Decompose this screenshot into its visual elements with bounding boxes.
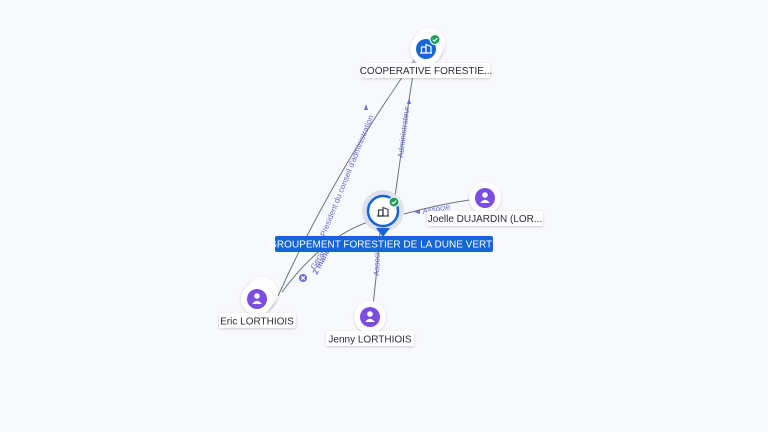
- edges: President du conseil d'administration Ad…: [277, 51, 477, 307]
- edge-label-administrateur: Administrateur: [396, 106, 411, 159]
- node-jenny[interactable]: Jenny LORTHIOIS: [326, 301, 414, 346]
- person-icon: [480, 192, 490, 203]
- edge-label-associe-jenny: Associe: [372, 247, 382, 276]
- node-label-cooperative: COOPERATIVE FORESTIE...: [360, 66, 493, 77]
- close-icon: [300, 275, 306, 281]
- node-eric[interactable]: Eric LORTHIOIS: [219, 277, 296, 328]
- arrow-president: [364, 104, 368, 110]
- building-icon: [420, 43, 432, 54]
- node-groupement[interactable]: GROUPEMENT FORESTIER DE LA DUNE VERTE: [269, 190, 499, 252]
- edge-close-button[interactable]: [299, 274, 307, 282]
- selected-pointer: [376, 228, 390, 237]
- node-label-jenny: Jenny LORTHIOIS: [328, 335, 412, 346]
- node-label-joelle: Joelle DUJARDIN (LOR...: [428, 214, 542, 225]
- node-label-groupement: GROUPEMENT FORESTIER DE LA DUNE VERTE: [269, 240, 499, 251]
- arrow-administrateur: [407, 98, 411, 104]
- node-cooperative[interactable]: COOPERATIVE FORESTIE...: [360, 28, 493, 78]
- person-icon: [252, 293, 262, 304]
- node-label-eric: Eric LORTHIOIS: [220, 317, 294, 328]
- check-badge-icon: [388, 196, 400, 208]
- building-icon: [377, 206, 389, 217]
- person-icon: [365, 311, 375, 322]
- node-joelle[interactable]: Joelle DUJARDIN (LOR...: [427, 182, 543, 226]
- arrow-associe-joelle: [414, 210, 420, 214]
- check-badge-icon: [429, 34, 441, 45]
- edge-president[interactable]: [277, 51, 421, 297]
